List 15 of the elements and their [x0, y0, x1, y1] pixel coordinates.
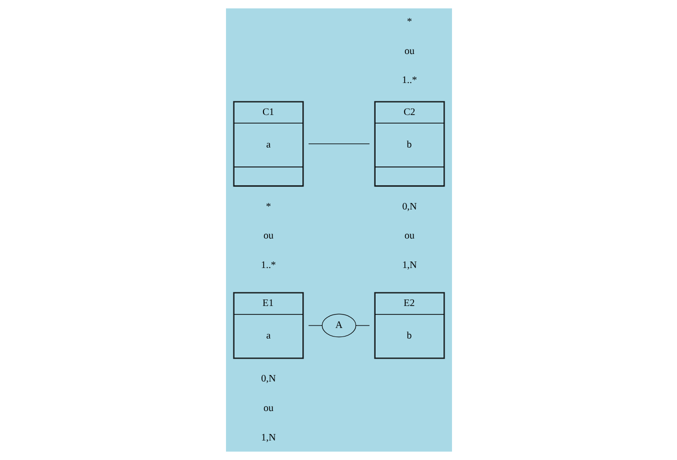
label: ou [262, 402, 273, 414]
label: 1,N [402, 260, 416, 271]
connector [308, 325, 322, 326]
label: 0,N [260, 374, 276, 385]
label: ou [262, 230, 273, 242]
label: 1..* [260, 260, 276, 271]
connector [355, 325, 370, 326]
label: 1,N [260, 432, 276, 444]
label: 0,N [402, 201, 416, 212]
node-ellipse: A [321, 314, 356, 338]
label: 1..* [402, 75, 417, 86]
label: ou [404, 46, 414, 57]
label: * [406, 16, 412, 28]
label: * [265, 201, 270, 212]
label: ou [404, 230, 414, 242]
